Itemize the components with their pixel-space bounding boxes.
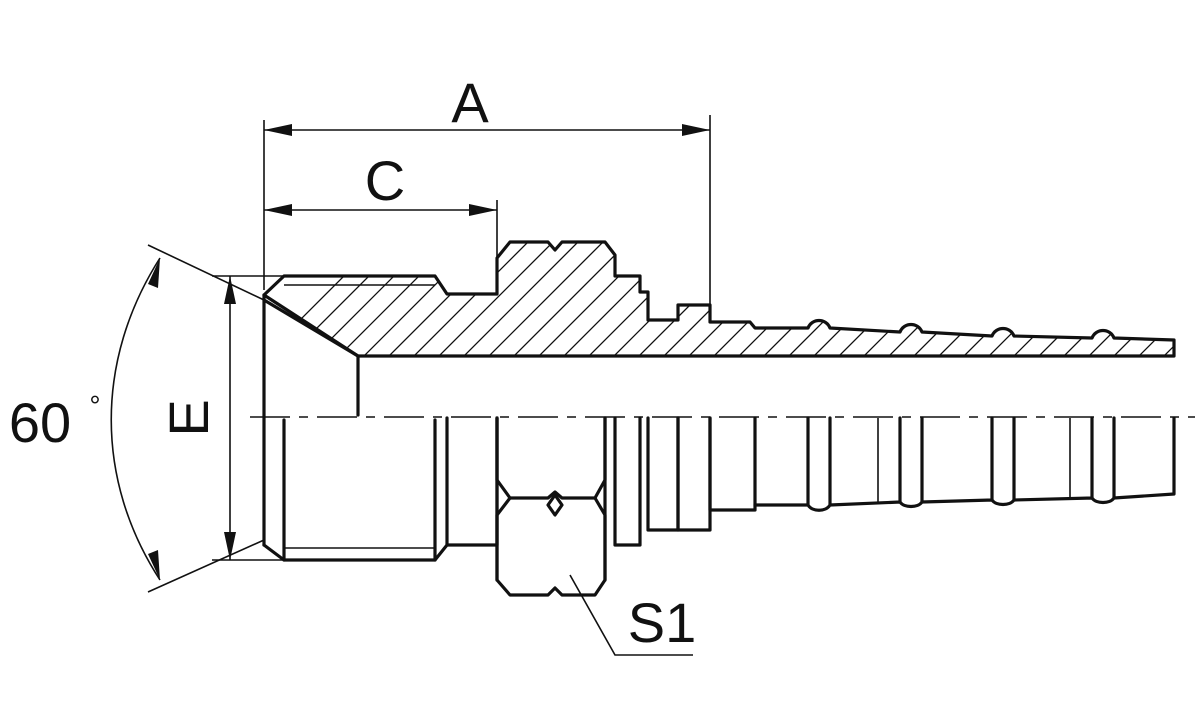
cone-seat (262, 293, 360, 547)
dimension-c-label: C (365, 149, 405, 212)
cone-angle (110, 244, 265, 593)
dimension-e-label: E (157, 399, 220, 436)
angle-unit: ° (89, 390, 100, 421)
outside-view (262, 416, 1176, 597)
dimension-c (264, 200, 498, 258)
s1-label: S1 (628, 591, 697, 654)
dimension-a-label: A (451, 71, 489, 134)
s1-leader (569, 574, 693, 656)
angle-value: 60 (9, 391, 71, 454)
dimension-a (263, 115, 711, 305)
section-hatching (264, 242, 1174, 356)
dimension-e (212, 275, 284, 561)
section-outline (262, 240, 1176, 358)
